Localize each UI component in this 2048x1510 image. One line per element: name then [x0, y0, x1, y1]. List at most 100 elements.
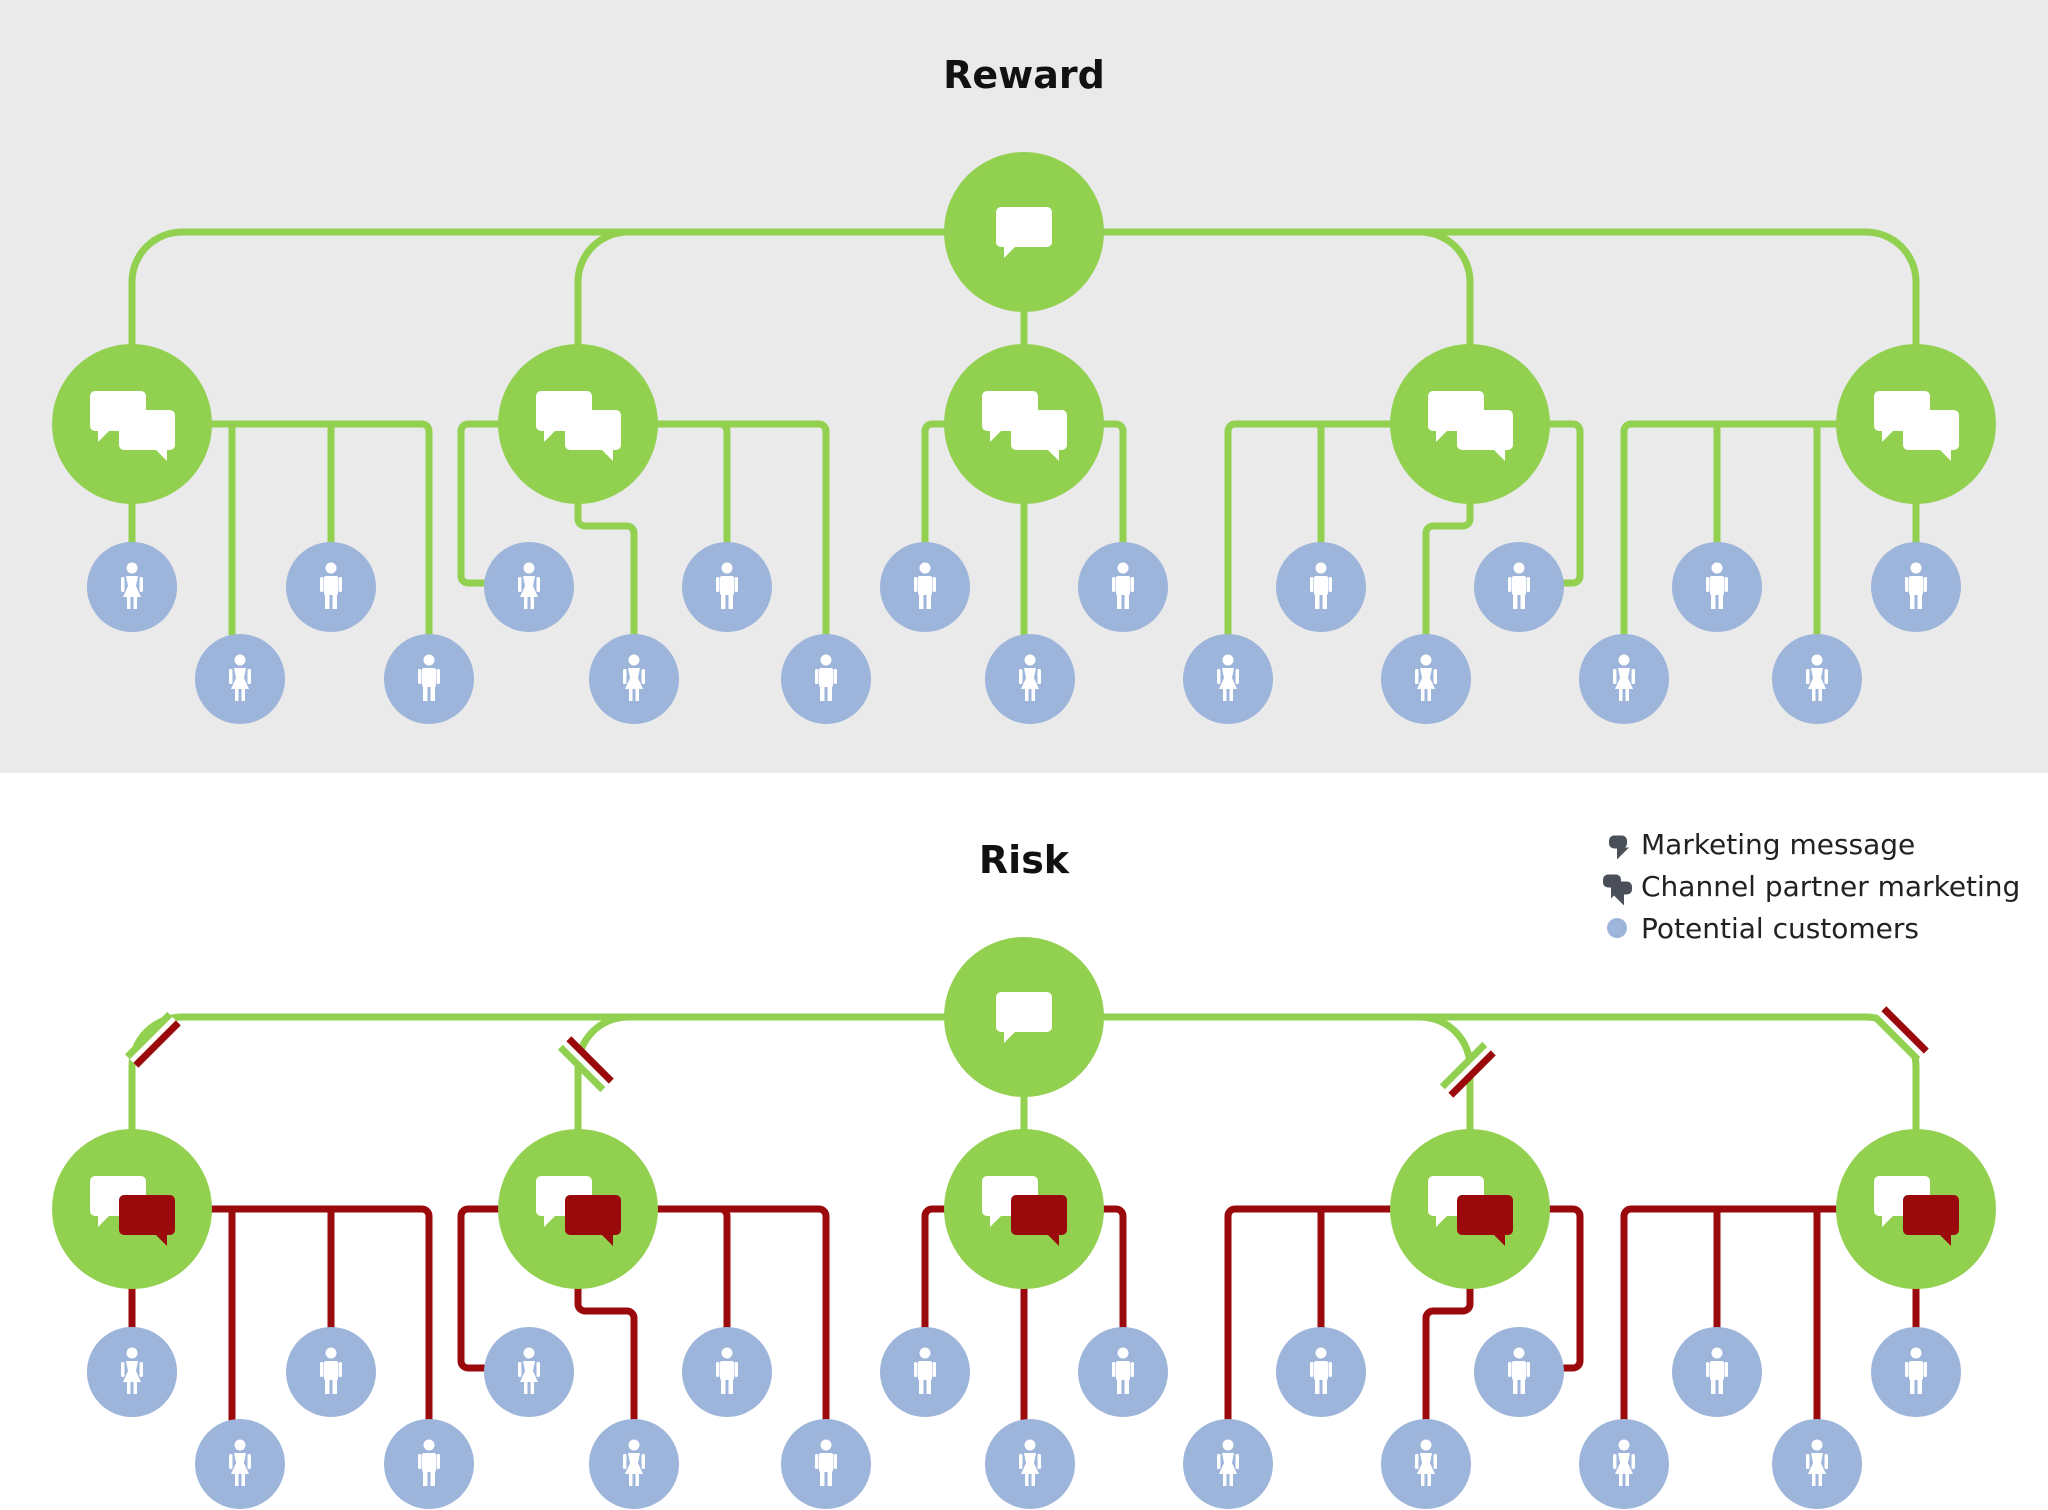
woman-icon — [1415, 1439, 1437, 1486]
channel-partner-node-2 — [944, 344, 1104, 504]
broken-link-marker-1 — [557, 1036, 614, 1093]
channel-partner-node-0 — [52, 1129, 212, 1289]
woman-icon — [121, 562, 143, 609]
customer-node — [1276, 1327, 1366, 1417]
legend-item-marketing-message: Marketing message — [1609, 828, 1915, 861]
legend-label: Marketing message — [1641, 828, 1915, 861]
hub-to-partner-line-4 — [1100, 1013, 1920, 1133]
channel-partners — [52, 344, 1996, 504]
customer-node — [1474, 1327, 1564, 1417]
customer-node — [682, 1327, 772, 1417]
hub-to-partner-line-0 — [128, 228, 948, 348]
woman-icon — [1806, 654, 1828, 701]
customer-node — [589, 1419, 679, 1509]
legend-label: Channel partner marketing — [1641, 870, 2020, 903]
risk-panel-title: Risk — [979, 838, 1070, 882]
man-icon — [1508, 1347, 1530, 1394]
channel-partner-node-0 — [52, 344, 212, 504]
customer-node — [1579, 1419, 1669, 1509]
customer-node — [1276, 542, 1366, 632]
channel-partner-node-4 — [1836, 1129, 1996, 1289]
speech-bubble-icon — [996, 992, 1052, 1043]
speech-bubble-icon — [1457, 410, 1513, 461]
channel-partner-node-4 — [1836, 344, 1996, 504]
partner-2-customer-line-2 — [1100, 1205, 1127, 1331]
customer-node — [1183, 1419, 1273, 1509]
man-icon — [320, 562, 342, 609]
customers — [87, 542, 1961, 724]
broken-link-marker-2 — [1439, 1041, 1496, 1098]
customer-node — [1772, 634, 1862, 724]
speech-bubble-icon — [1903, 1195, 1959, 1246]
speech-bubble-icon — [1011, 1195, 1067, 1246]
customer-node — [985, 634, 1075, 724]
woman-icon — [1217, 654, 1239, 701]
woman-icon — [121, 1347, 143, 1394]
man-icon — [914, 1347, 936, 1394]
speech-bubble-icon — [565, 1195, 621, 1246]
woman-icon — [1019, 654, 1041, 701]
partner-3-customer-line-2 — [1422, 1285, 1474, 1423]
man-icon — [1112, 562, 1134, 609]
customer-node — [484, 1327, 574, 1417]
man-icon — [1905, 562, 1927, 609]
partner-4-customer-line-0 — [1620, 1205, 1840, 1423]
channel-partner-node-1 — [498, 1129, 658, 1289]
speech-bubble-icon — [1011, 410, 1067, 461]
man-icon — [1112, 1347, 1134, 1394]
legend-label: Potential customers — [1641, 912, 1919, 945]
legend-item-potential-customers: Potential customers — [1607, 912, 1919, 945]
customer-node — [1871, 1327, 1961, 1417]
channel-partners — [52, 1129, 1996, 1289]
hub-to-partner-line-3 — [1100, 1013, 1474, 1133]
customer-node — [1183, 634, 1273, 724]
hub-to-partner-line-0 — [128, 1013, 948, 1133]
customer-node — [1871, 542, 1961, 632]
customer-node — [384, 1419, 474, 1509]
customer-node — [286, 542, 376, 632]
woman-icon — [623, 1439, 645, 1486]
man-icon — [815, 1439, 837, 1486]
customer-node — [589, 634, 679, 724]
man-icon — [418, 1439, 440, 1486]
partner-1-customer-line-3 — [696, 420, 830, 638]
customer-node — [195, 634, 285, 724]
man-icon — [418, 654, 440, 701]
man-icon — [716, 562, 738, 609]
speech-bubble-icon — [119, 1195, 175, 1246]
man-icon — [815, 654, 837, 701]
customer-node — [87, 542, 177, 632]
partner-4-customer-line-0 — [1620, 420, 1840, 638]
partner-0-customer-line-3 — [196, 1205, 433, 1423]
partner-3-customer-line-3 — [1546, 1205, 1584, 1372]
customer-node — [1381, 1419, 1471, 1509]
partner-3-customer-line-0 — [1224, 420, 1394, 638]
double-speech-bubble-icon — [1603, 874, 1632, 906]
customer-node — [682, 542, 772, 632]
woman-icon — [1613, 654, 1635, 701]
speech-bubble-icon — [1457, 1195, 1513, 1246]
woman-icon — [229, 654, 251, 701]
partner-1-customer-line-0 — [457, 1205, 502, 1372]
marketing-message-node — [944, 937, 1104, 1097]
man-icon — [320, 1347, 342, 1394]
reward-network — [52, 152, 1996, 724]
customer-node — [1078, 542, 1168, 632]
customer-node — [87, 1327, 177, 1417]
partner-1-customer-line-0 — [457, 420, 502, 587]
man-icon — [1310, 562, 1332, 609]
marketing-message-node — [944, 152, 1104, 312]
channel-partner-node-2 — [944, 1129, 1104, 1289]
customer-node — [880, 1327, 970, 1417]
speech-bubble-icon — [119, 410, 175, 461]
woman-icon — [1613, 1439, 1635, 1486]
customer-node — [1672, 1327, 1762, 1417]
woman-icon — [1415, 654, 1437, 701]
woman-icon — [1019, 1439, 1041, 1486]
partner-3-customer-line-2 — [1422, 500, 1474, 638]
customer-node — [781, 634, 871, 724]
connector-lines — [128, 228, 1920, 638]
partner-3-customer-line-0 — [1224, 1205, 1394, 1423]
customer-node — [781, 1419, 871, 1509]
